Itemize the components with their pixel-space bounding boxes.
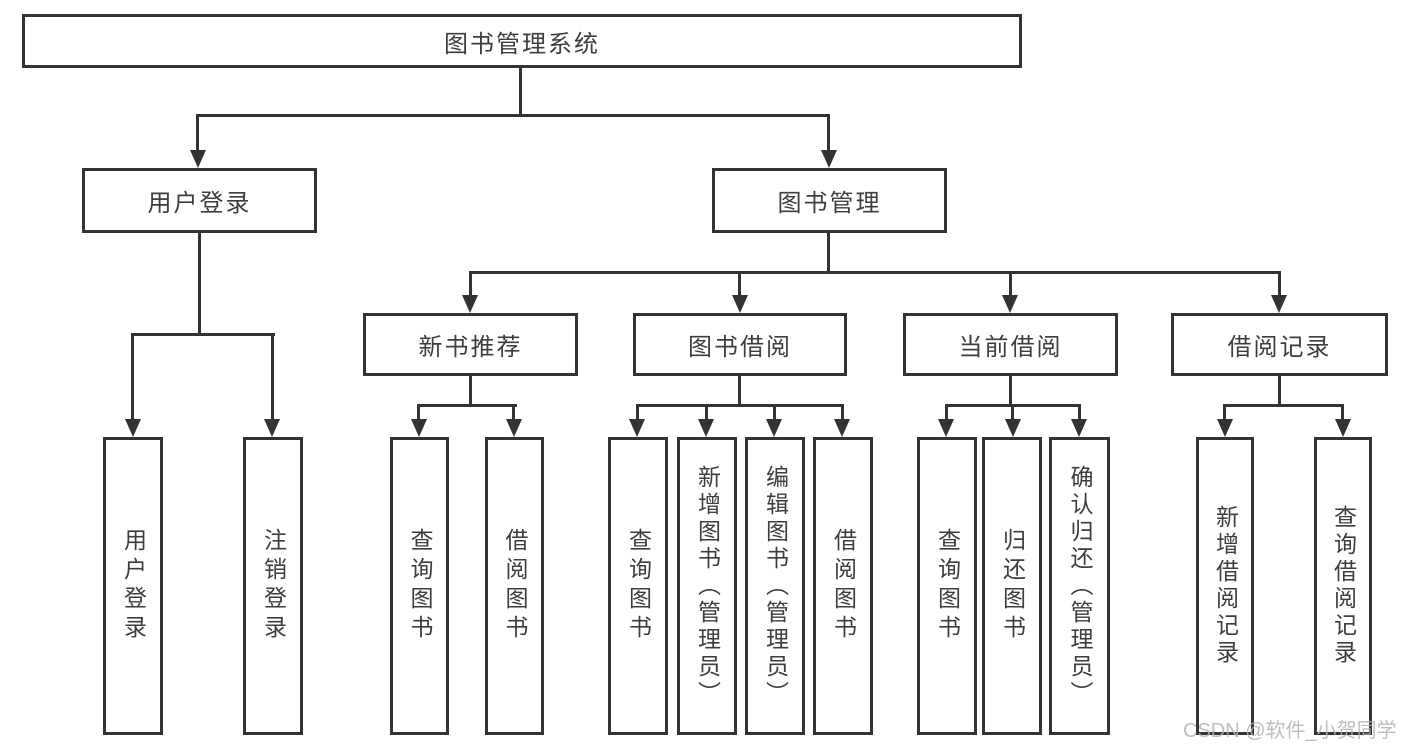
- edge-borrowrecords-drop-1: [1223, 404, 1226, 419]
- edge-currentborrow-stem: [1009, 376, 1012, 407]
- node-user-login-label: 用户登录: [147, 190, 252, 217]
- arrowhead-cb-query: [938, 419, 954, 437]
- edge-bookmgmt-drop-1: [469, 271, 472, 297]
- edge-bookmgmt-split: [469, 271, 1281, 274]
- node-new-books: 新书推荐: [363, 313, 578, 376]
- node-leaf-bb-borrow: 借阅图书: [813, 437, 873, 735]
- edge-root-split: [196, 114, 830, 117]
- edge-borrowrecords-split: [1223, 404, 1344, 407]
- edge-userlogin-split: [131, 333, 275, 336]
- node-leaf-cb-confirm-label: 确认归还（管理员）: [1067, 464, 1093, 708]
- node-leaf-bb-add: 新增图书（管理员）: [677, 437, 737, 735]
- edge-currentborrow-drop-1: [945, 404, 948, 419]
- edge-userlogin-stem: [198, 233, 201, 336]
- edge-bookborrow-drop-1: [636, 404, 639, 419]
- node-leaf-user-login-label: 用户登录: [120, 528, 147, 644]
- node-leaf-cb-confirm: 确认归还（管理员）: [1049, 437, 1110, 735]
- node-leaf-cb-query-label: 查询图书: [934, 528, 961, 644]
- node-leaf-bb-add-label: 新增图书（管理员）: [694, 464, 721, 708]
- node-book-mgmt: 图书管理: [712, 168, 947, 233]
- edge-root-drop-left: [196, 114, 199, 152]
- edge-newbooks-split: [417, 404, 517, 407]
- node-root-label: 图书管理系统: [444, 30, 600, 58]
- arrowhead-new-books: [462, 295, 478, 313]
- node-leaf-nb-query: 查询图书: [390, 437, 449, 735]
- node-leaf-bb-borrow-label: 借阅图书: [830, 528, 857, 644]
- edge-bookborrow-drop-4: [841, 404, 844, 419]
- edge-root-stem: [519, 68, 522, 117]
- edge-currentborrow-drop-2: [1011, 404, 1014, 419]
- edge-bookborrow-drop-3: [773, 404, 776, 419]
- edge-newbooks-drop-1: [417, 404, 420, 419]
- edge-borrowrecords-stem: [1278, 376, 1281, 407]
- node-leaf-logout-label: 注销登录: [260, 528, 287, 644]
- node-leaf-bb-edit-label: 编辑图书（管理员）: [762, 464, 789, 708]
- node-borrow-records: 借阅记录: [1171, 313, 1388, 376]
- edge-borrowrecords-drop-2: [1341, 404, 1344, 419]
- arrowhead-bb-add: [698, 419, 714, 437]
- arrowhead-bb-query: [629, 419, 645, 437]
- edge-bookmgmt-drop-2: [738, 271, 741, 297]
- arrowhead-br-add: [1217, 419, 1233, 437]
- node-leaf-bb-edit: 编辑图书（管理员）: [745, 437, 805, 735]
- node-root: 图书管理系统: [22, 14, 1022, 68]
- arrowhead-current-borrow: [1002, 295, 1018, 313]
- node-borrow-records-label: 借阅记录: [1227, 334, 1332, 361]
- arrowhead-logout: [264, 419, 280, 437]
- arrowhead-bb-borrow: [834, 419, 850, 437]
- node-leaf-br-query: 查询借阅记录: [1314, 437, 1372, 735]
- node-leaf-cb-query: 查询图书: [917, 437, 977, 735]
- node-current-borrow: 当前借阅: [903, 313, 1118, 376]
- arrowhead-bb-edit: [766, 419, 782, 437]
- arrowhead-book-mgmt: [821, 150, 837, 168]
- arrowhead-user-login: [190, 150, 206, 168]
- arrowhead-login: [125, 419, 141, 437]
- edge-bookborrow-split: [636, 404, 844, 407]
- node-current-borrow-label: 当前借阅: [958, 334, 1063, 361]
- node-leaf-cb-return-label: 归还图书: [999, 528, 1026, 644]
- node-leaf-nb-borrow-label: 借阅图书: [502, 528, 528, 644]
- edge-newbooks-stem: [469, 376, 472, 407]
- node-book-borrow: 图书借阅: [633, 313, 847, 376]
- node-leaf-cb-return: 归还图书: [982, 437, 1042, 735]
- node-leaf-logout: 注销登录: [243, 437, 303, 735]
- node-leaf-nb-query-label: 查询图书: [407, 528, 433, 644]
- node-leaf-bb-query-label: 查询图书: [625, 528, 652, 644]
- node-book-mgmt-label: 图书管理: [777, 190, 882, 217]
- edge-bookmgmt-drop-4: [1278, 271, 1281, 297]
- arrowhead-br-query: [1335, 419, 1351, 437]
- node-user-login: 用户登录: [82, 168, 317, 233]
- arrowhead-book-borrow: [732, 295, 748, 313]
- arrowhead-nb-borrow: [506, 419, 522, 437]
- edge-newbooks-drop-2: [512, 404, 515, 419]
- edge-currentborrow-drop-3: [1078, 404, 1081, 419]
- node-book-borrow-label: 图书借阅: [688, 334, 792, 361]
- edge-root-drop-right: [827, 114, 830, 152]
- edge-bookborrow-drop-2: [705, 404, 708, 419]
- node-leaf-bb-query: 查询图书: [608, 437, 668, 735]
- edge-userlogin-drop-1: [131, 333, 134, 419]
- arrowhead-borrow-records: [1271, 295, 1287, 313]
- node-leaf-nb-borrow: 借阅图书: [485, 437, 544, 735]
- node-leaf-user-login: 用户登录: [103, 437, 163, 735]
- arrowhead-nb-query: [411, 419, 427, 437]
- node-new-books-label: 新书推荐: [418, 334, 523, 361]
- edge-bookborrow-stem: [738, 376, 741, 407]
- edge-userlogin-drop-2: [271, 333, 274, 419]
- node-leaf-br-add-label: 新增借阅记录: [1212, 505, 1239, 667]
- arrowhead-cb-confirm: [1071, 419, 1087, 437]
- node-leaf-br-query-label: 查询借阅记录: [1330, 505, 1357, 667]
- edge-bookmgmt-drop-3: [1009, 271, 1012, 297]
- node-leaf-br-add: 新增借阅记录: [1196, 437, 1254, 735]
- arrowhead-cb-return: [1005, 419, 1021, 437]
- csdn-watermark: CSDN @软件_小贺同学: [1183, 720, 1397, 742]
- edge-bookmgmt-stem: [827, 233, 830, 274]
